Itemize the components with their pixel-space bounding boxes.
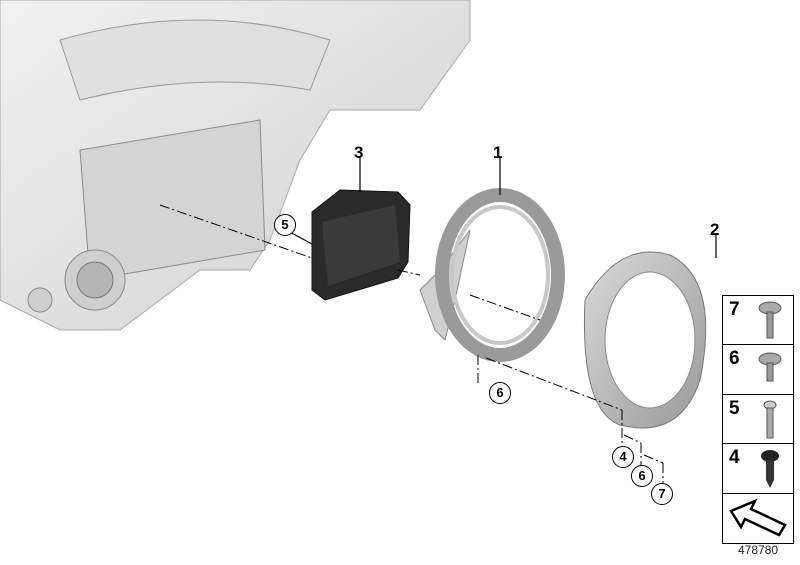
circled-label-4: 4 xyxy=(612,446,634,468)
dashboard-panel xyxy=(0,0,471,331)
callout-3: 3 xyxy=(354,143,364,162)
legend-item-6: 6 xyxy=(722,344,794,395)
centerlines xyxy=(159,204,664,484)
diagram-number: 478780 xyxy=(738,543,779,557)
gauge-housing xyxy=(419,188,565,362)
legend-item-arrow xyxy=(722,492,794,544)
callout-2: 2 xyxy=(710,220,720,239)
screw-with-washer-icon xyxy=(758,301,782,338)
parts-legend: 7 6 5 4 xyxy=(722,294,794,544)
machine-screw-icon xyxy=(763,400,777,438)
instrument-display xyxy=(311,189,411,301)
callout-1: 1 xyxy=(493,143,503,162)
circled-label-6: 6 xyxy=(489,382,511,404)
arrow-icon xyxy=(729,498,787,537)
trim-ring xyxy=(583,251,707,429)
legend-item-4: 4 xyxy=(722,443,794,494)
legend-item-5: 5 xyxy=(722,393,794,445)
leader-lines xyxy=(285,156,717,258)
circled-label-7: 7 xyxy=(651,483,673,505)
circled-label-6b: 6 xyxy=(631,465,653,487)
screw-with-washer-icon xyxy=(758,352,782,382)
circled-label-5: 5 xyxy=(274,214,296,236)
plastic-rivet-icon xyxy=(761,450,779,488)
legend-item-7: 7 xyxy=(722,294,794,346)
